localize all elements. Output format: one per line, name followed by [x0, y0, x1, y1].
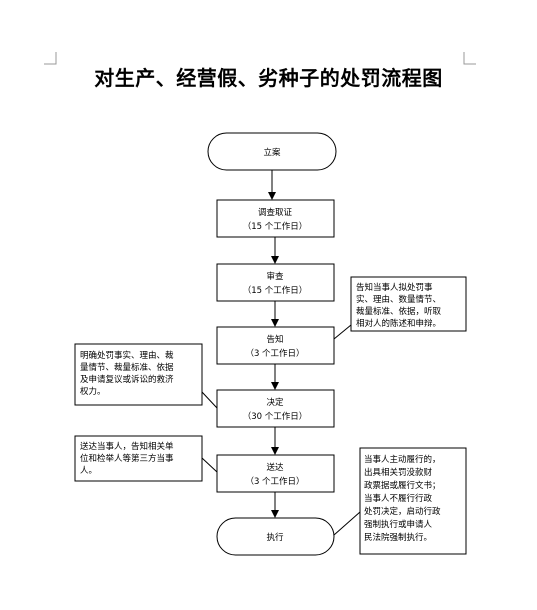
note-notify-text: 告知当事人拟处罚事 实、理由、数量情节、 裁量标准、依据，听取 相对人的陈述和申… — [356, 282, 444, 329]
note-notify: 告知当事人拟处罚事 实、理由、数量情节、 裁量标准、依据，听取 相对人的陈述和申… — [333, 276, 467, 340]
note-execute-line-4: 当事人不履行行政 — [364, 493, 433, 504]
note-decide-box — [74, 343, 203, 406]
note-notify-line-1: 告知当事人拟处罚事 — [356, 282, 433, 293]
flow-node-decide: 决定 （30 个工作日） — [216, 389, 335, 428]
note-deliver-text: 送达当事人，告知相关单 位和检举人等第三方当事 人。 — [80, 441, 176, 476]
notify-label: 告知 — [266, 334, 283, 345]
corner-mark-top-left — [44, 52, 57, 65]
note-execute-line-3: 政票据或履行文书； — [364, 480, 441, 491]
investigate-label: 调查取证 — [258, 207, 293, 218]
note-notify-line-2: 实、理由、数量情节、 — [356, 294, 441, 305]
investigate-box — [216, 199, 335, 238]
start-label: 立案 — [263, 147, 281, 158]
note-deliver: 送达当事人，告知相关单 位和检举人等第三方当事 人。 — [74, 435, 218, 482]
execute-label: 执行 — [266, 532, 284, 543]
flow-node-review: 审查 （15 个工作日） — [216, 263, 335, 302]
page-title: 对生产、经营假、劣种子的处罚流程图 — [94, 66, 443, 90]
decide-box — [216, 389, 335, 428]
note-decide-line-3: 及申请复议或诉讼的救济 — [80, 374, 174, 385]
note-decide: 明确处罚事实、理由、裁 量情节、裁量标准、依据 及申请复议或诉讼的救济 权力。 — [74, 343, 218, 409]
flow-node-start: 立案 — [207, 132, 337, 171]
note-deliver-box — [74, 435, 203, 482]
flow-node-execute: 执行 — [216, 517, 335, 556]
note-notify-connector — [333, 324, 352, 340]
note-notify-line-3: 裁量标准、依据，听取 — [356, 306, 442, 317]
deliver-box — [216, 454, 335, 493]
notify-time: （3 个工作日） — [245, 348, 304, 359]
note-notify-line-4: 相对人的陈述和申辩。 — [356, 318, 441, 329]
note-execute-line-2: 出具相关罚没款财 — [364, 467, 433, 478]
corner-mark-top-right — [463, 52, 476, 65]
review-label: 审查 — [266, 271, 284, 282]
note-execute-connector — [333, 511, 361, 536]
note-execute-line-6: 强制执行或申请人 — [364, 519, 433, 530]
flow-node-deliver: 送达 （3 个工作日） — [216, 454, 335, 493]
execute-terminal-shape — [216, 517, 335, 556]
note-deliver-line-1: 送达当事人，告知相关单 — [80, 441, 174, 452]
note-decide-line-2: 量情节、裁量标准、依据 — [80, 362, 174, 373]
deliver-label: 送达 — [266, 462, 284, 473]
notify-box — [216, 326, 335, 365]
flow-node-notify: 告知 （3 个工作日） — [216, 326, 335, 365]
note-execute-box — [359, 447, 467, 555]
note-decide-text: 明确处罚事实、理由、裁 量情节、裁量标准、依据 及申请复议或诉讼的救济 权力。 — [80, 350, 176, 397]
review-time: （15 个工作日） — [243, 285, 308, 296]
note-execute-line-5: 处罚决定，启动行政 — [364, 506, 441, 517]
decide-time: （30 个工作日） — [243, 411, 308, 422]
note-decide-connector — [201, 391, 218, 409]
note-decide-line-4: 权力。 — [80, 386, 106, 397]
note-execute-text: 当事人主动履行的， 出具相关罚没款财 政票据或履行文书； 当事人不履行行政 处罚… — [364, 454, 443, 543]
note-deliver-line-2: 位和检举人等第三方当事 — [80, 453, 174, 464]
note-deliver-line-3: 人。 — [80, 466, 97, 476]
note-decide-line-1: 明确处罚事实、理由、裁 — [80, 350, 174, 361]
note-execute-line-1: 当事人主动履行的， — [364, 454, 441, 465]
note-deliver-connector — [201, 457, 218, 473]
note-execute: 当事人主动履行的， 出具相关罚没款财 政票据或履行文书； 当事人不履行行政 处罚… — [333, 447, 467, 555]
decide-label: 决定 — [266, 397, 284, 408]
note-notify-box — [350, 276, 467, 332]
investigate-time: （15 个工作日） — [243, 221, 308, 232]
flow-node-investigate: 调查取证 （15 个工作日） — [216, 199, 335, 238]
note-execute-line-7: 民法院强制执行。 — [364, 532, 432, 543]
deliver-time: （3 个工作日） — [245, 476, 304, 487]
